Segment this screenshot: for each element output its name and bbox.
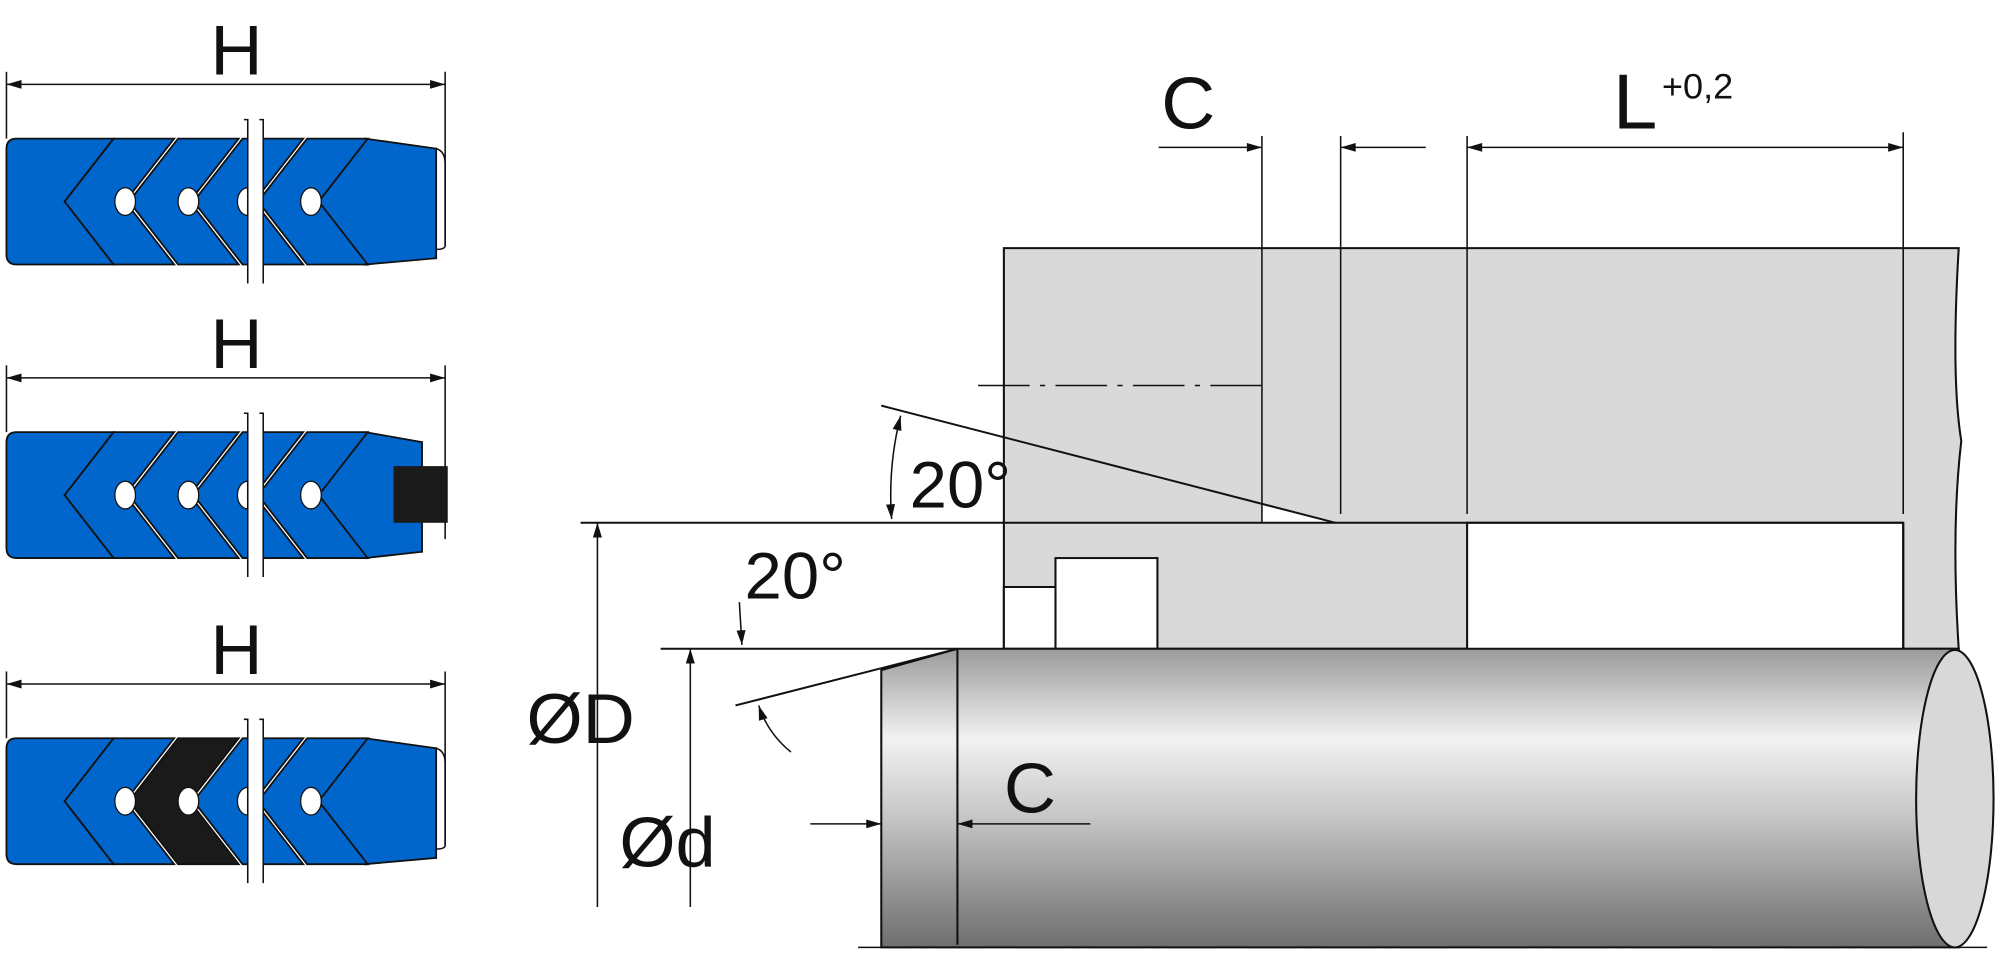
rod [880,647,1995,949]
break-gap [243,719,264,884]
seal-head-ring [5,137,116,266]
rod-diameter-label: Ød [619,803,715,882]
seal-stack-1: H [5,11,446,284]
housing [1002,247,1963,650]
rod-chamfer-line [735,647,958,707]
rod-chamfer-c-label: C [1004,749,1056,828]
seal-stack-2: H [5,305,448,577]
seal-head-ring [5,431,116,559]
seal-hole [114,786,137,816]
bore-diameter-label: ØD [526,680,634,759]
seal-hole [177,786,200,816]
length-tolerance: +0,2 [1662,67,1733,107]
groove [1054,557,1159,650]
seal-stack-3: H [5,611,446,884]
h-label: H [210,305,262,384]
seal-hole [114,480,137,510]
break-gap [243,413,264,577]
seal-head-ring [5,737,116,866]
length-l-label: L [1613,57,1657,145]
h-label: H [210,11,262,90]
h-label: H [210,611,262,690]
seal-hole [114,187,137,217]
black-end-ring [393,466,448,523]
seal-hole [300,480,322,510]
rod-end-face [1915,649,1995,949]
angle-lower-label: 20° [745,540,846,613]
chamfer-c-label: C [1161,62,1215,144]
seal-hole [300,786,322,816]
seal-hole [177,480,200,510]
break-gap [243,119,264,284]
housing-chamfer-line [881,404,1336,524]
seal-hole [300,187,322,217]
angle-upper-label: 20° [910,449,1011,522]
seal-hole [177,187,200,217]
